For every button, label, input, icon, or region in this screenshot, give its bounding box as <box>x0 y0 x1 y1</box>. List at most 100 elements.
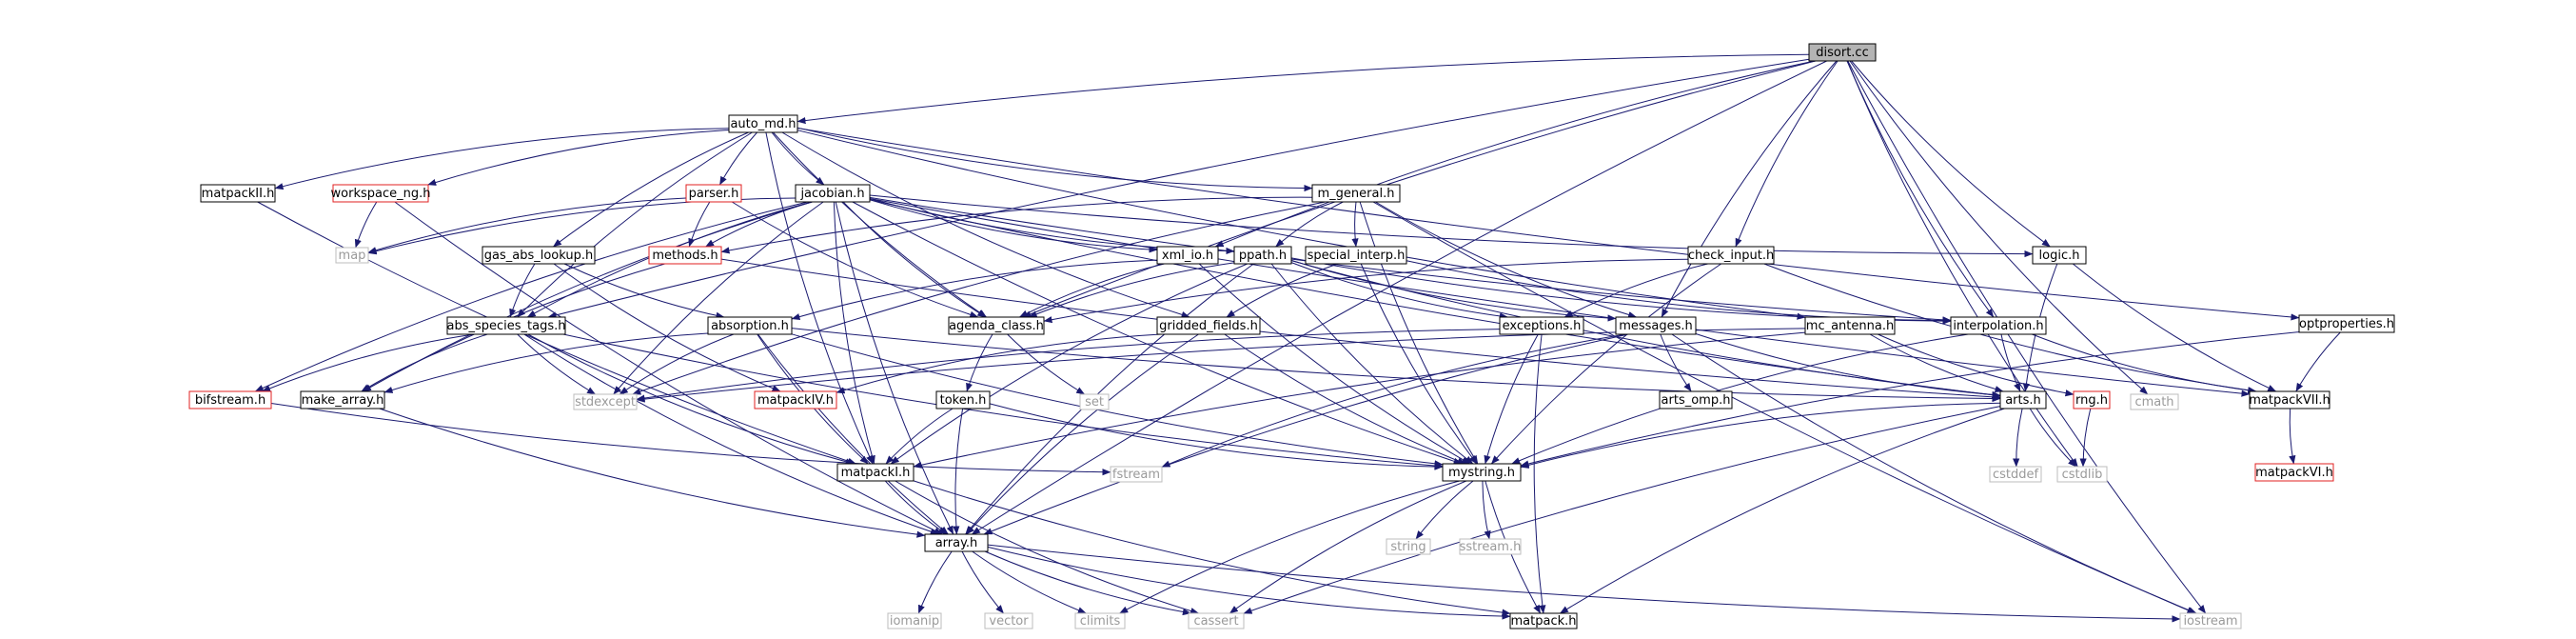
node-disort[interactable]: disort.cc <box>1808 43 1877 62</box>
edge-auto_md-to-workspace_ng <box>427 130 730 186</box>
node-matpackVI[interactable]: matpackVI.h <box>2254 463 2334 482</box>
edge-disort-to-xml_io <box>1214 60 1816 248</box>
node-fstream: fstream <box>1110 466 1163 483</box>
edge-messages-to-array <box>983 333 1629 535</box>
edge-workspace_ng-to-array <box>394 201 943 535</box>
node-box <box>754 390 837 409</box>
node-matpack[interactable]: matpack.h <box>1509 612 1578 629</box>
node-mc_antenna[interactable]: mc_antenna.h <box>1804 316 1896 335</box>
edge-absorption-to-stdexcept <box>619 333 735 395</box>
edge-array-to-cassert <box>984 550 1191 616</box>
node-matpackIV[interactable]: matpackIV.h <box>754 390 837 409</box>
node-box <box>2298 314 2395 333</box>
node-logic[interactable]: logic.h <box>2032 246 2087 265</box>
edge-gas_abs_lookup-to-matpackIV <box>553 263 781 392</box>
edge-xml_io-to-absorption <box>791 259 1158 321</box>
edge-exceptions-to-stdexcept <box>636 329 1501 402</box>
node-xml_io[interactable]: xml_io.h <box>1156 246 1219 265</box>
node-m_general[interactable]: m_general.h <box>1311 184 1401 203</box>
edge-auto_md-to-gridded_fields <box>781 131 1190 318</box>
edge-jacobian-to-logic <box>869 194 2034 258</box>
node-interpolation[interactable]: interpolation.h <box>1950 316 2047 335</box>
node-label: matpackIV.h <box>757 393 834 408</box>
node-box <box>1386 538 1431 555</box>
node-box <box>1233 246 1292 265</box>
node-workspace_ng[interactable]: workspace_ng.h <box>331 184 431 203</box>
edge-jacobian-to-bifstream <box>254 201 808 392</box>
node-cstdlib: cstdlib <box>2056 466 2108 483</box>
node-abs_species_tags[interactable]: abs_species_tags.h <box>446 316 566 335</box>
node-arts[interactable]: arts.h <box>1999 390 2047 409</box>
edge-mystring-to-cassert <box>1229 480 1467 614</box>
node-label: disort.cc <box>1816 46 1868 60</box>
node-label: array.h <box>935 536 978 550</box>
node-token[interactable]: token.h <box>935 390 991 409</box>
edge-interpolation-to-arts <box>2000 333 2021 392</box>
node-box <box>446 316 566 335</box>
node-gas_abs_lookup[interactable]: gas_abs_lookup.h <box>482 246 596 265</box>
node-agenda_class[interactable]: agenda_class.h <box>948 316 1045 335</box>
node-cstddef: cstddef <box>1989 466 2042 483</box>
edge-messages-to-arts <box>1695 333 2001 399</box>
node-make_array[interactable]: make_array.h <box>300 390 385 409</box>
node-label: interpolation.h <box>1953 319 2043 333</box>
node-matpackII[interactable]: matpackII.h <box>200 184 276 203</box>
edge-workspace_ng-to-map <box>354 201 378 249</box>
node-bifstream[interactable]: bifstream.h <box>188 390 272 409</box>
edge-m_general-to-ppath <box>1275 201 1344 248</box>
node-sstream: sstream.h <box>1459 538 1522 555</box>
node-methods[interactable]: methods.h <box>648 246 722 265</box>
node-auto_md[interactable]: auto_md.h <box>728 114 798 133</box>
node-rng[interactable]: rng.h <box>2073 390 2111 409</box>
edge-ppath-to-mystring <box>1270 263 1474 465</box>
node-special_interp[interactable]: special_interp.h <box>1305 246 1407 265</box>
node-matpackI[interactable]: matpackI.h <box>836 463 914 482</box>
node-arts_omp[interactable]: arts_omp.h <box>1659 390 1733 409</box>
node-box <box>1804 316 1896 335</box>
node-label: xml_io.h <box>1162 249 1213 263</box>
node-array[interactable]: array.h <box>924 533 989 552</box>
node-cmath: cmath <box>2130 393 2179 410</box>
node-label: cstdlib <box>2062 468 2103 482</box>
edge-auto_md-to-m_general <box>796 127 1313 192</box>
node-box <box>1989 466 2042 483</box>
node-box <box>795 184 871 203</box>
node-jacobian[interactable]: jacobian.h <box>795 184 871 203</box>
node-label: vector <box>989 614 1029 629</box>
node-vector: vector <box>984 612 1033 629</box>
node-box <box>200 184 276 203</box>
node-box <box>707 316 793 335</box>
node-mystring[interactable]: mystring.h <box>1442 463 1522 482</box>
edge-mc_antenna-to-matpackI <box>913 331 1806 469</box>
edge-arts-to-matpack <box>1560 408 2005 614</box>
node-ppath[interactable]: ppath.h <box>1233 246 1292 265</box>
node-box <box>935 390 991 409</box>
node-gridded_fields[interactable]: gridded_fields.h <box>1156 316 1261 335</box>
node-optproperties[interactable]: optproperties.h <box>2298 314 2395 333</box>
node-matpackVII[interactable]: matpackVII.h <box>2249 390 2330 409</box>
edge-messages-to-fstream <box>1161 333 1626 468</box>
edge-special_interp-to-mystring <box>1360 263 1478 465</box>
edge-absorption-to-mystring <box>791 333 1444 468</box>
node-label: sstream.h <box>1460 540 1522 554</box>
node-exceptions[interactable]: exceptions.h <box>1499 316 1584 335</box>
node-label: matpack.h <box>1511 614 1577 629</box>
edge-gridded_fields-to-matpackIV <box>836 333 1161 394</box>
node-messages[interactable]: messages.h <box>1615 316 1697 335</box>
edge-disort-to-iostream <box>1847 60 2207 614</box>
edge-auto_md-to-optproperties <box>796 128 2300 321</box>
node-label: mc_antenna.h <box>1806 319 1894 333</box>
edge-arts-to-cstdlib <box>2029 408 2076 468</box>
node-map: map <box>335 247 369 264</box>
node-check_input[interactable]: check_input.h <box>1687 246 1775 265</box>
edge-disort-to-agenda_class <box>1022 60 1817 318</box>
node-label: exceptions.h <box>1503 319 1582 333</box>
node-label: logic.h <box>2039 249 2080 263</box>
node-box <box>1615 316 1697 335</box>
edge-xml_io-to-mystring <box>1198 263 1471 465</box>
node-parser[interactable]: parser.h <box>685 184 742 203</box>
node-absorption[interactable]: absorption.h <box>707 316 793 335</box>
node-label: mystring.h <box>1448 466 1515 480</box>
node-box <box>1079 393 1110 410</box>
edge-check_input-to-matpackVII <box>1763 263 2257 394</box>
